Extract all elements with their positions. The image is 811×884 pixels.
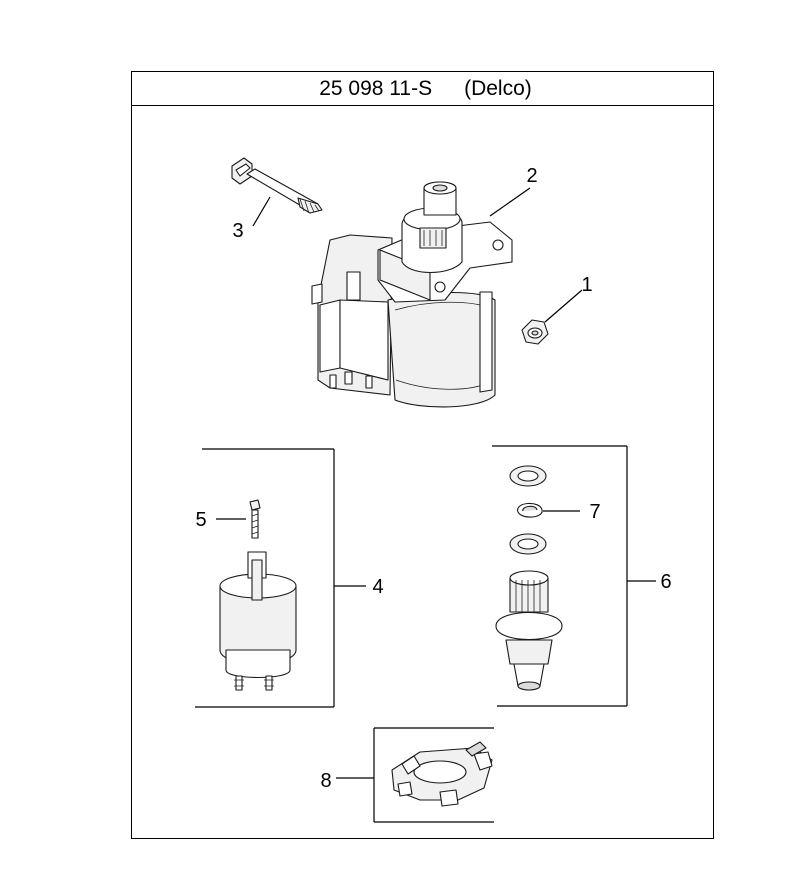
callout-8: 8 (320, 770, 331, 792)
leader-3 (252, 196, 271, 227)
solenoid-part[interactable] (219, 551, 297, 691)
callout-5: 5 (195, 509, 206, 531)
bracket-group-8 (336, 727, 494, 823)
leader-2 (489, 187, 531, 217)
diagram-title: 25 098 11-S (319, 76, 433, 100)
title-bar: 25 098 11-S (Delco) (132, 72, 713, 106)
callout-3: 3 (232, 220, 243, 242)
callout-6: 6 (660, 571, 671, 593)
callout-1: 1 (581, 274, 592, 296)
bracket-group-4 (195, 448, 366, 708)
callout-2: 2 (526, 165, 537, 187)
nut-part[interactable] (521, 319, 549, 345)
starter-motor-part[interactable] (311, 181, 513, 408)
diagram-frame: 25 098 11-S (Delco) (131, 71, 714, 839)
screw-part[interactable] (249, 499, 261, 539)
bolt-part[interactable] (231, 157, 323, 214)
retaining-ring-part[interactable] (517, 502, 543, 518)
callout-7: 7 (589, 501, 600, 523)
washer-bottom-part[interactable] (509, 533, 547, 555)
bracket-group-6 (492, 445, 656, 707)
washer-top-part[interactable] (509, 465, 547, 487)
leader-1 (544, 289, 583, 323)
callout-4: 4 (372, 576, 383, 598)
diagram-subtitle: (Delco) (464, 76, 532, 100)
brush-holder-part[interactable] (391, 741, 493, 807)
drive-pinion-part[interactable] (495, 570, 563, 691)
